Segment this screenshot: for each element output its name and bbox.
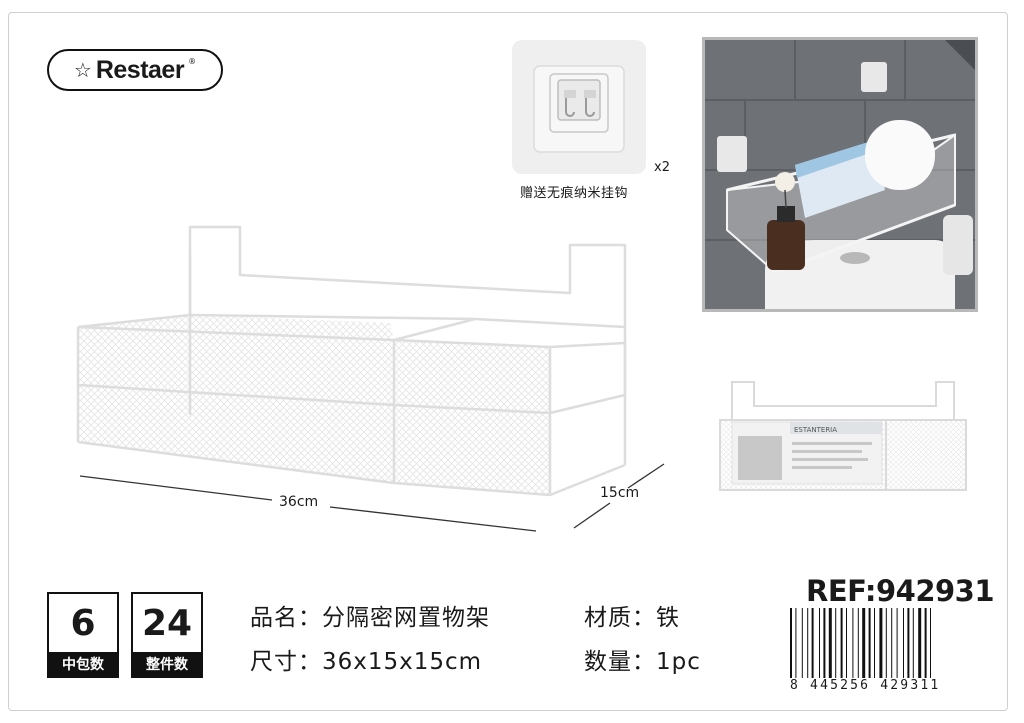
- barcode-bar: [857, 608, 859, 680]
- barcode-bar: [819, 608, 820, 680]
- barcode-bar: [896, 608, 898, 680]
- barcode-bar: [790, 608, 792, 680]
- barcode-bar: [912, 608, 914, 680]
- barcode-bar: [868, 608, 871, 680]
- barcode-bar: [930, 608, 931, 680]
- barcode-bar: [801, 608, 803, 680]
- lifestyle-photo: [702, 37, 978, 312]
- inner-pack-count: 6 中包数: [47, 592, 119, 678]
- length-dimension: 36cm: [279, 494, 319, 510]
- barcode-bar: [835, 608, 837, 680]
- hook-icon: [533, 65, 625, 153]
- ref-code: REF:942931: [806, 574, 995, 608]
- barcode-bar: [903, 608, 904, 680]
- brand-name: Restaer: [95, 55, 185, 84]
- product-name: 品名：分隔密网置物架: [250, 605, 490, 631]
- packaging-label-title: ESTANTERIA: [794, 426, 837, 434]
- width-dimension: 15cm: [600, 485, 640, 501]
- hook-caption: 赠送无痕纳米挂钩: [520, 186, 629, 201]
- barcode-bar: [840, 608, 843, 680]
- inner-pack-value: 6: [70, 602, 96, 644]
- carton-count: 24 整件数: [131, 592, 203, 678]
- product-material: 材质：铁: [584, 605, 680, 631]
- barcode-bar: [918, 608, 922, 680]
- basket-packaged-image: ESTANTERIA: [719, 381, 967, 491]
- barcode-bar: [807, 608, 809, 680]
- barcode-bar: [874, 608, 875, 680]
- barcode-bar: [828, 608, 832, 680]
- barcode-bar: [823, 608, 826, 680]
- barcode-bar: [811, 608, 814, 680]
- star-icon: ☆: [73, 58, 92, 82]
- barcode-bar: [846, 608, 847, 680]
- brand-logo: ☆ Restaer ®: [47, 49, 223, 91]
- barcode-bar: [891, 608, 893, 680]
- barcode-number: 8 445256 429311: [790, 678, 941, 693]
- hook-quantity: x2: [654, 160, 670, 175]
- barcode-bar: [862, 608, 866, 680]
- carton-label: 整件数: [133, 652, 201, 676]
- barcode-bar: [885, 608, 887, 680]
- barcode-bar: [795, 608, 797, 680]
- barcode-bar: [907, 608, 910, 680]
- basket-main-image: [76, 225, 627, 497]
- product-quantity: 数量：1pc: [584, 649, 701, 675]
- barcode-bar: [852, 608, 854, 680]
- barcode: [790, 608, 931, 680]
- registered-mark: ®: [188, 56, 197, 66]
- adhesive-hook-image: [512, 40, 646, 174]
- inner-pack-label: 中包数: [49, 652, 117, 676]
- product-size: 尺寸：36x15x15cm: [250, 649, 483, 675]
- carton-value: 24: [141, 602, 193, 644]
- barcode-bar: [879, 608, 883, 680]
- barcode-bar: [924, 608, 927, 680]
